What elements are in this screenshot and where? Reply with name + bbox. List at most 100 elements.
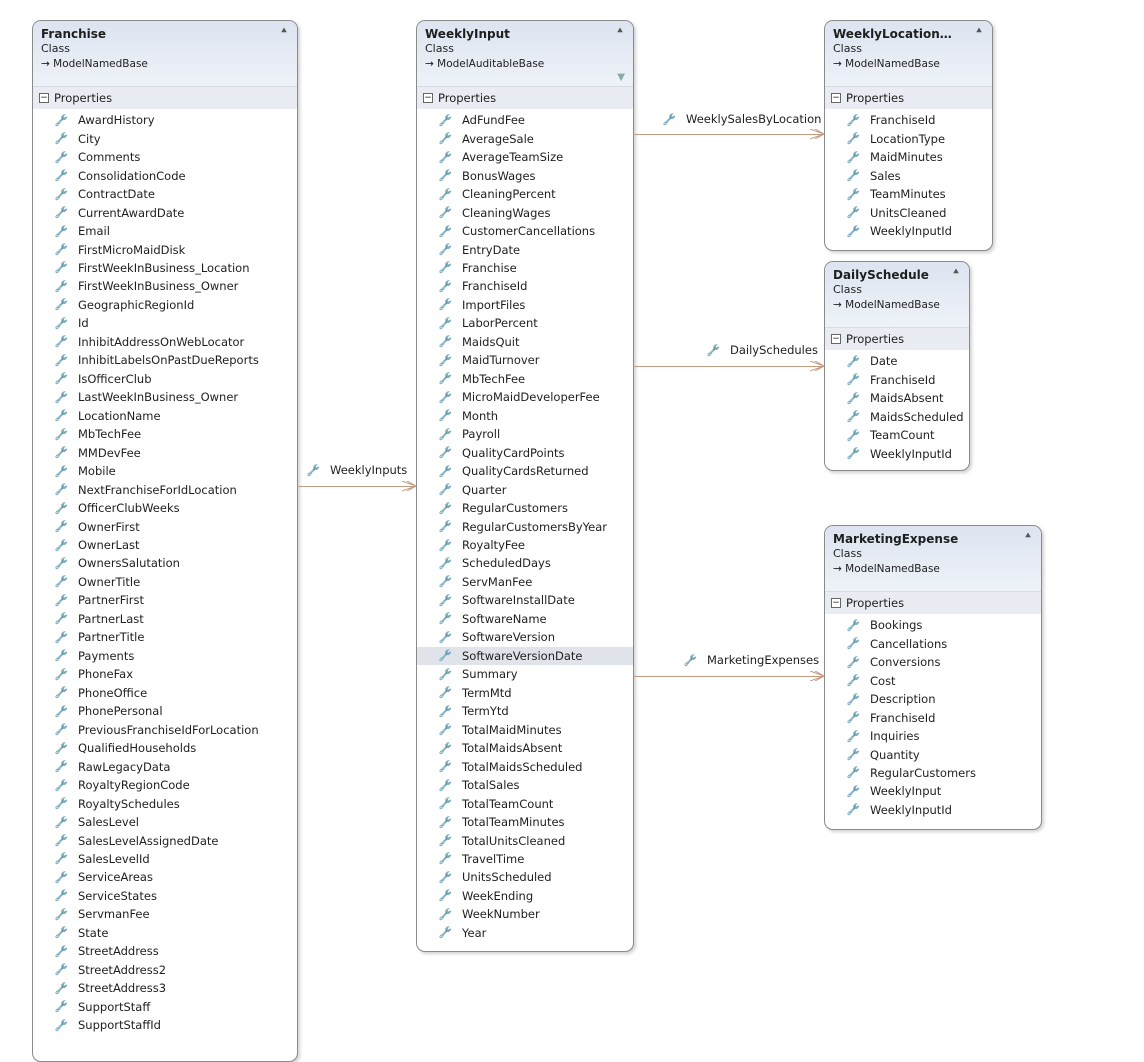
- property-item[interactable]: 🔧CustomerCancellations: [438, 224, 596, 239]
- property-item[interactable]: 🔧WeeklyInputId: [846, 446, 952, 461]
- property-item[interactable]: 🔧MaidsScheduled: [846, 409, 964, 424]
- property-item[interactable]: 🔧NextFranchiseForIdLocation: [54, 482, 237, 497]
- property-item[interactable]: 🔧FranchiseId: [438, 279, 528, 294]
- properties-section-header[interactable]: −Properties: [825, 592, 1041, 614]
- property-item[interactable]: 🔧PhoneFax: [54, 667, 134, 682]
- property-item[interactable]: 🔧AverageTeamSize: [438, 150, 564, 165]
- property-item[interactable]: 🔧TeamCount: [846, 428, 935, 443]
- property-item[interactable]: 🔧ServManFee: [438, 574, 533, 589]
- property-item[interactable]: 🔧SalesLevelAssignedDate: [54, 833, 219, 848]
- property-item[interactable]: 🔧CurrentAwardDate: [54, 205, 185, 220]
- property-item[interactable]: 🔧TotalMaidsScheduled: [438, 759, 583, 774]
- property-item[interactable]: 🔧MaidTurnover: [438, 353, 540, 368]
- property-item[interactable]: 🔧SoftwareName: [438, 611, 547, 626]
- property-item[interactable]: 🔧QualityCardsReturned: [438, 464, 589, 479]
- property-item[interactable]: 🔧TotalMaidMinutes: [438, 722, 562, 737]
- property-item[interactable]: 🔧Bookings: [846, 618, 923, 633]
- property-item[interactable]: 🔧TotalMaidsAbsent: [438, 741, 563, 756]
- property-item[interactable]: 🔧StreetAddress2: [54, 962, 167, 977]
- property-item[interactable]: 🔧InhibitAddressOnWebLocator: [54, 334, 245, 349]
- property-item[interactable]: 🔧Year: [438, 925, 487, 940]
- property-item[interactable]: 🔧LastWeekInBusiness_Owner: [54, 390, 239, 405]
- properties-section-header[interactable]: −Properties: [825, 328, 969, 350]
- property-item[interactable]: 🔧WeekEnding: [438, 888, 534, 903]
- property-item[interactable]: 🔧SoftwareInstallDate: [438, 593, 575, 608]
- property-item[interactable]: 🔧Date: [846, 354, 898, 369]
- property-item[interactable]: 🔧PartnerLast: [54, 611, 144, 626]
- property-item[interactable]: 🔧Email: [54, 224, 110, 239]
- property-item[interactable]: 🔧OwnersSalutation: [54, 556, 180, 571]
- collapse-chevron-icon[interactable]: ⯅︎: [280, 26, 288, 37]
- property-item[interactable]: 🔧LocationType: [846, 131, 946, 146]
- property-item[interactable]: 🔧ConsolidationCode: [54, 168, 186, 183]
- property-item[interactable]: 🔧RegularCustomersByYear: [438, 519, 608, 534]
- property-item[interactable]: 🔧Franchise: [438, 260, 517, 275]
- property-item[interactable]: 🔧MMDevFee: [54, 445, 141, 460]
- property-item[interactable]: 🔧LocationName: [54, 408, 161, 423]
- property-item[interactable]: 🔧FranchiseId: [846, 372, 936, 387]
- property-item[interactable]: 🔧UnitsScheduled: [438, 870, 552, 885]
- property-item[interactable]: 🔧Payroll: [438, 427, 501, 442]
- class-weeklyinput[interactable]: WeeklyInput Class → ModelAuditableBase ⯅…: [416, 20, 634, 952]
- association-dailyschedules[interactable]: 🔧DailySchedules: [706, 343, 818, 357]
- property-item[interactable]: 🔧StreetAddress: [54, 944, 159, 959]
- property-item[interactable]: 🔧OfficerClubWeeks: [54, 501, 180, 516]
- property-item[interactable]: 🔧FirstMicroMaidDisk: [54, 242, 186, 257]
- property-item[interactable]: 🔧AwardHistory: [54, 113, 155, 128]
- property-item[interactable]: 🔧SalesLevel: [54, 815, 139, 830]
- collapse-chevron-icon[interactable]: ⯅︎: [975, 26, 983, 37]
- property-item[interactable]: 🔧ImportFiles: [438, 297, 526, 312]
- property-item[interactable]: 🔧Summary: [438, 667, 518, 682]
- class-franchise[interactable]: Franchise Class → ModelNamedBase ⯅︎ −Pro…: [32, 20, 298, 1062]
- property-item[interactable]: 🔧ServiceStates: [54, 888, 157, 903]
- property-item[interactable]: 🔧Month: [438, 408, 499, 423]
- property-item[interactable]: 🔧SoftwareVersionDate: [417, 646, 633, 666]
- property-item[interactable]: 🔧PhonePersonal: [54, 704, 163, 719]
- class-marketingexpense[interactable]: MarketingExpense Class → ModelNamedBase …: [824, 525, 1042, 830]
- properties-section-header[interactable]: −Properties: [33, 87, 297, 109]
- property-item[interactable]: 🔧InhibitLabelsOnPastDueReports: [54, 353, 259, 368]
- properties-section-header[interactable]: −Properties: [825, 87, 992, 109]
- property-item[interactable]: 🔧BonusWages: [438, 168, 536, 183]
- property-item[interactable]: 🔧SupportStaffId: [54, 1018, 161, 1033]
- property-item[interactable]: 🔧PreviousFranchiseIdForLocation: [54, 722, 259, 737]
- connector-dailyschedules[interactable]: [633, 366, 823, 367]
- property-item[interactable]: 🔧MicroMaidDeveloperFee: [438, 390, 600, 405]
- property-item[interactable]: 🔧Description: [846, 692, 936, 707]
- property-item[interactable]: 🔧RoyaltyRegionCode: [54, 778, 190, 793]
- property-item[interactable]: 🔧Cost: [846, 673, 896, 688]
- property-item[interactable]: 🔧City: [54, 131, 101, 146]
- property-item[interactable]: 🔧FranchiseId: [846, 710, 936, 725]
- property-item[interactable]: 🔧Cancellations: [846, 636, 948, 651]
- property-item[interactable]: 🔧WeeklyInputId: [846, 802, 952, 817]
- property-item[interactable]: 🔧RoyaltySchedules: [54, 796, 180, 811]
- property-item[interactable]: 🔧TermYtd: [438, 704, 509, 719]
- connector-marketingexpenses[interactable]: [633, 676, 823, 677]
- property-item[interactable]: 🔧TermMtd: [438, 685, 512, 700]
- property-item[interactable]: 🔧FranchiseId: [846, 113, 936, 128]
- association-weeklysalesbylocation[interactable]: 🔧WeeklySalesByLocation: [662, 112, 822, 126]
- property-item[interactable]: 🔧GeographicRegionId: [54, 297, 195, 312]
- collapse-chevron-icon[interactable]: ⯅︎: [616, 26, 624, 37]
- property-item[interactable]: 🔧EntryDate: [438, 242, 521, 257]
- connector-weeklysalesbylocation[interactable]: [633, 134, 823, 135]
- property-item[interactable]: 🔧QualifiedHouseholds: [54, 741, 197, 756]
- collapse-minus-icon[interactable]: −: [831, 93, 841, 103]
- property-item[interactable]: 🔧MaidMinutes: [846, 150, 943, 165]
- property-item[interactable]: 🔧AdFundFee: [438, 113, 525, 128]
- property-item[interactable]: 🔧TeamMinutes: [846, 187, 946, 202]
- collapse-minus-icon[interactable]: −: [423, 93, 433, 103]
- property-item[interactable]: 🔧WeeklyInputId: [846, 224, 952, 239]
- property-item[interactable]: 🔧TravelTime: [438, 851, 525, 866]
- collapse-minus-icon[interactable]: −: [831, 334, 841, 344]
- property-item[interactable]: 🔧RoyaltyFee: [438, 538, 526, 553]
- property-item[interactable]: 🔧AverageSale: [438, 131, 534, 146]
- property-item[interactable]: 🔧OwnerFirst: [54, 519, 140, 534]
- property-item[interactable]: 🔧TotalTeamCount: [438, 796, 554, 811]
- property-item[interactable]: 🔧SoftwareVersion: [438, 630, 555, 645]
- property-item[interactable]: 🔧UnitsCleaned: [846, 205, 947, 220]
- property-item[interactable]: 🔧SupportStaff: [54, 999, 151, 1014]
- association-marketingexpenses[interactable]: 🔧MarketingExpenses: [683, 653, 820, 667]
- property-item[interactable]: 🔧State: [54, 925, 109, 940]
- property-item[interactable]: 🔧FirstWeekInBusiness_Location: [54, 260, 250, 275]
